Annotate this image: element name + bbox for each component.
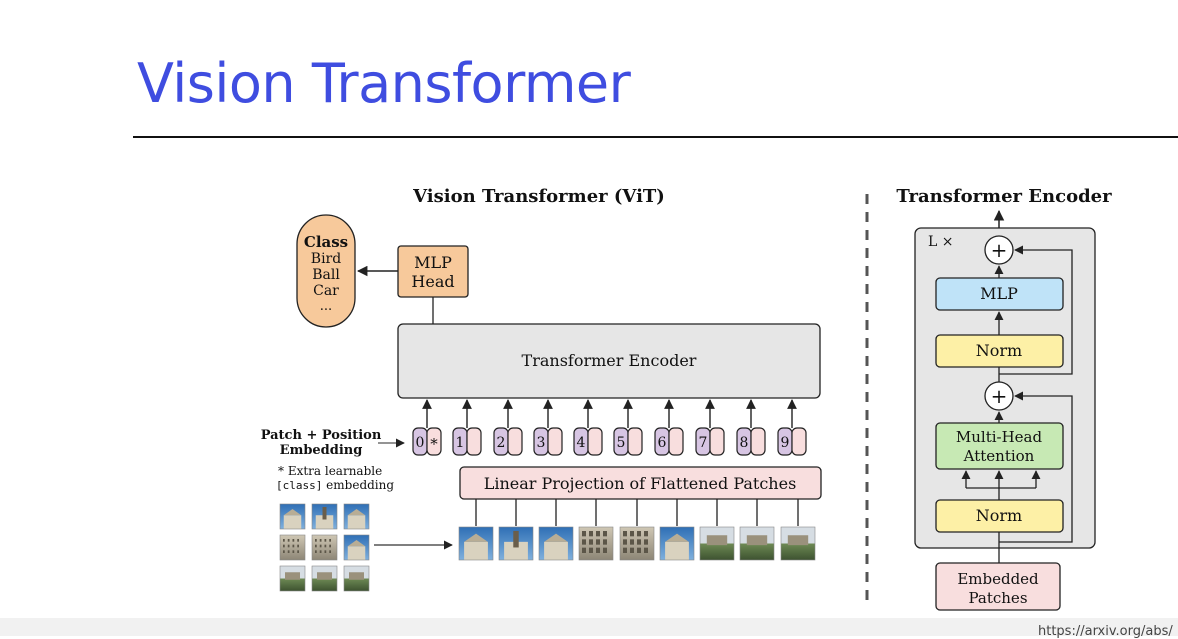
grid-cell-8 — [311, 565, 338, 592]
class-title: Class — [304, 233, 348, 251]
residual-add-top — [984, 235, 1014, 265]
patch-thumbnail-4 — [578, 526, 614, 561]
patch-embedding-3 — [547, 427, 563, 456]
patch-thumbnail-1 — [458, 526, 494, 561]
position-index-6: 6 — [658, 435, 667, 451]
token-5: 5 — [613, 399, 643, 456]
token-3: 3 — [533, 399, 563, 456]
position-index-5: 5 — [617, 435, 626, 451]
position-index-0: 0 — [416, 435, 425, 451]
position-index-8: 8 — [740, 435, 749, 451]
patch-embedding-5 — [627, 427, 643, 456]
position-index-2: 2 — [497, 435, 506, 451]
transformer-encoder-block — [397, 323, 821, 399]
class-item-ball: Ball — [312, 267, 340, 283]
extra-note-line1: * Extra learnable — [278, 464, 382, 478]
encoder-detail-title: Transformer Encoder — [896, 186, 1112, 207]
class-output-box — [296, 214, 356, 328]
patch-embedding-4 — [587, 427, 603, 456]
patch-embedding-1 — [466, 427, 482, 456]
patch-embedding-0 — [426, 427, 442, 456]
grid-cell-4 — [279, 534, 306, 561]
position-index-3: 3 — [537, 435, 546, 451]
linear-projection-label: Linear Projection of Flattened Patches — [484, 474, 797, 493]
position-index-7: 7 — [699, 435, 708, 451]
patch-thumbnail-5 — [619, 526, 655, 561]
mlp-head-line1: MLP — [414, 253, 452, 272]
token-7: 7 — [695, 399, 725, 456]
class-item-bird: Bird — [311, 251, 341, 267]
mlp-head-line2: Head — [411, 272, 454, 291]
encoder-norm-bottom-label: Norm — [976, 506, 1022, 525]
slide-title: Vision Transformer — [137, 52, 631, 115]
vit-title: Vision Transformer (ViT) — [412, 186, 665, 207]
patch-thumbnail-6 — [659, 526, 695, 561]
plus-sign-top: + — [991, 238, 1008, 262]
embedded-patches-line2: Patches — [968, 589, 1027, 607]
embedded-patches-box — [935, 562, 1061, 611]
position-index-9: 9 — [781, 435, 790, 451]
token-1: 1 — [452, 399, 482, 456]
source-url[interactable]: https://arxiv.org/abs/ — [1038, 624, 1173, 639]
token-2: 2 — [493, 399, 523, 456]
patch-thumbnail-8 — [739, 526, 775, 561]
grid-cell-5 — [311, 534, 338, 561]
patch-thumbnail-9 — [780, 526, 816, 561]
grid-cell-9 — [343, 565, 370, 592]
attention-label-line1: Multi-Head — [956, 428, 1043, 446]
patch-thumbnail-3 — [538, 526, 574, 561]
input-image-grid — [279, 503, 370, 592]
grid-cell-2 — [311, 503, 338, 530]
patch-embedding-9 — [791, 427, 807, 456]
grid-cell-6 — [343, 534, 370, 561]
encoder-flow-lines — [961, 245, 1073, 563]
class-code-token: [class] — [276, 479, 322, 492]
flattened-patches-row — [458, 499, 816, 561]
extra-note-embedding: embedding — [322, 478, 394, 492]
patch-embedding-6 — [668, 427, 684, 456]
token-4: 4 — [573, 399, 603, 456]
position-index-4: 4 — [577, 435, 586, 451]
plus-sign-middle: + — [991, 384, 1008, 408]
encoder-norm-top-label: Norm — [976, 341, 1022, 360]
patch-position-label-line1: Patch + Position — [261, 428, 382, 443]
patch-thumbnail-2 — [498, 526, 534, 561]
patch-thumbnail-7 — [699, 526, 735, 561]
grid-cell-3 — [343, 503, 370, 530]
token-8: 8 — [736, 399, 766, 456]
grid-cell-7 — [279, 565, 306, 592]
title-divider — [133, 136, 1178, 138]
attention-label-line2: Attention — [963, 447, 1035, 465]
grid-cell-1 — [279, 503, 306, 530]
patch-embedding-2 — [507, 427, 523, 456]
footer-bar — [0, 618, 1178, 636]
token-9: 9 — [777, 399, 807, 456]
extra-note-line2: [class] embedding — [276, 478, 394, 492]
repeat-label: L × — [928, 234, 953, 250]
patch-position-label-line2: Embedding — [280, 443, 363, 458]
class-token-marker: * — [430, 435, 438, 453]
token-0: 0* — [412, 399, 442, 456]
patch-embedding-8 — [750, 427, 766, 456]
class-item-car: Car — [313, 283, 339, 299]
linear-projection-box — [459, 466, 822, 500]
encoder-mlp-label: MLP — [980, 284, 1018, 303]
position-index-1: 1 — [456, 435, 465, 451]
transformer-encoder-label: Transformer Encoder — [522, 351, 697, 370]
embedded-patches-line1: Embedded — [957, 570, 1039, 588]
class-item-ellipsis: ... — [320, 299, 332, 314]
token-6: 6 — [654, 399, 684, 456]
patch-embedding-7 — [709, 427, 725, 456]
